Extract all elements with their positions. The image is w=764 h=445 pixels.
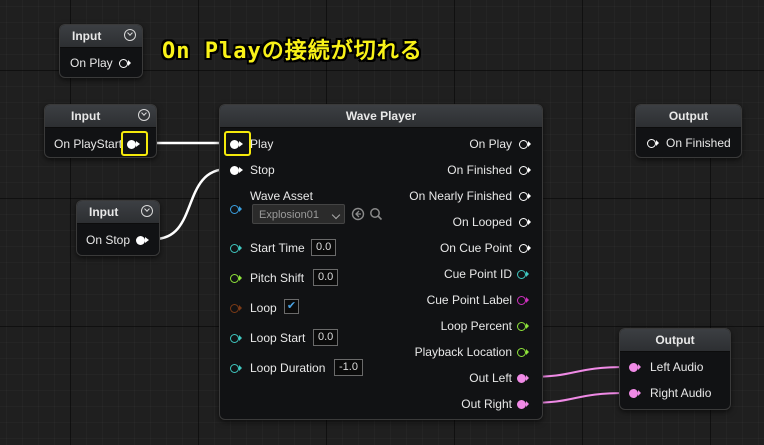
pin-label-out-on-play: On Play [469, 137, 512, 151]
pin-label-wave-asset: Wave Asset [250, 189, 313, 203]
chevron-down-icon [331, 210, 341, 220]
exec-pin-out-on-nearly-finished[interactable] [519, 192, 531, 201]
pin-label-left-audio: Left Audio [650, 360, 704, 374]
wire-stop-to-stop [153, 167, 229, 241]
highlight-box [121, 131, 148, 156]
pitch-shift-field[interactable]: 0.0 [313, 269, 339, 286]
pin-label-pitch-shift: Pitch Shift [250, 271, 305, 285]
exec-pin-out-on-playstart[interactable] [127, 140, 140, 149]
pin-label-right-audio: Right Audio [650, 386, 712, 400]
input-node-on-play[interactable]: Input On Play [59, 24, 143, 78]
node-header-title: Input [71, 109, 101, 123]
pin-label-on-playstart: On PlayStart [54, 137, 123, 151]
exec-pin-out-on-finished[interactable] [519, 166, 531, 175]
pin-label-stop: Stop [250, 163, 275, 177]
output-node-on-finished[interactable]: Output On Finished [635, 104, 742, 158]
pin-label-out-playback-location: Playback Location [414, 345, 512, 359]
time-pin-out-playback-location[interactable] [517, 348, 529, 357]
exec-pin-in-stop[interactable] [230, 166, 243, 175]
time-pin-out-loop-percent[interactable] [517, 322, 529, 331]
pin-label-out-loop-percent: Loop Percent [440, 319, 512, 333]
pin-label-on-finished: On Finished [666, 136, 731, 150]
highlight-box [224, 131, 251, 156]
string-pin-out-cue-point-label[interactable] [517, 296, 529, 305]
pin-label-play: Play [250, 137, 274, 151]
exec-pin-in-on-finished[interactable] [647, 139, 659, 148]
loop-start-field[interactable]: 0.0 [313, 329, 339, 346]
pin-label-out-on-finished: On Finished [447, 163, 512, 177]
download-icon[interactable] [138, 109, 150, 121]
annotation-title: On Playの接続が切れる [162, 39, 423, 64]
pin-label-out-on-nearly-finished: On Nearly Finished [409, 189, 512, 203]
pin-label-out-cue-point-label: Cue Point Label [426, 293, 512, 307]
pin-label-out-left: Out Left [469, 371, 512, 385]
exec-pin-out-on-stop[interactable] [136, 236, 149, 245]
node-header-title: Input [72, 29, 102, 43]
node-header-title: Wave Player [220, 105, 542, 128]
pin-label-start-time: Start Time [250, 241, 305, 255]
pin-label-on-stop: On Stop [86, 233, 131, 247]
exec-pin-out-on-play[interactable] [119, 59, 131, 68]
int-pin-out-cue-point-id[interactable] [517, 270, 529, 279]
download-icon[interactable] [124, 29, 136, 41]
node-header-title: Output [620, 329, 730, 352]
float-pin-in-start-time[interactable] [230, 244, 242, 253]
exec-pin-out-on-looped[interactable] [519, 218, 531, 227]
exec-pin-out-on-play[interactable] [519, 140, 531, 149]
audio-pin-out-right[interactable] [517, 400, 529, 409]
output-node-audio[interactable]: Output Left Audio Right Audio [619, 328, 731, 410]
time-pin-in-pitch-shift[interactable] [230, 274, 242, 283]
input-node-on-stop[interactable]: Input On Stop [76, 200, 160, 256]
pin-label-on-play: On Play [70, 56, 113, 70]
node-header-title: Output [636, 105, 741, 128]
exec-pin-in-play[interactable] [230, 140, 243, 149]
wave-asset-value: Explosion01 [259, 209, 319, 221]
bool-pin-in-loop[interactable] [230, 304, 242, 313]
exec-pin-out-on-cue-point[interactable] [519, 244, 531, 253]
pin-label-out-on-looped: On Looped [452, 215, 512, 229]
audio-pin-out-left[interactable] [517, 374, 529, 383]
loop-checkbox[interactable]: ✔ [284, 299, 299, 314]
pin-label-out-right: Out Right [461, 397, 512, 411]
pin-label-loop: Loop [250, 301, 277, 315]
pin-label-loop-start: Loop Start [250, 331, 306, 345]
browse-back-icon[interactable] [351, 207, 365, 221]
search-icon[interactable] [369, 207, 383, 221]
start-time-field[interactable]: 0.0 [311, 239, 337, 256]
pin-label-out-cue-point-id: Cue Point ID [443, 267, 512, 281]
pin-label-loop-duration: Loop Duration [250, 361, 326, 375]
audio-pin-in-right[interactable] [629, 389, 641, 398]
input-node-on-playstart[interactable]: Input On PlayStart [44, 104, 157, 158]
asset-pin-in-wave-asset[interactable] [230, 205, 242, 214]
loop-duration-field[interactable]: -1.0 [334, 359, 363, 376]
wave-player-node[interactable]: Wave Player Play Stop Wave Asset Explosi… [219, 104, 543, 420]
audio-pin-in-left[interactable] [629, 363, 641, 372]
wave-asset-combo[interactable]: Explosion01 [252, 204, 345, 224]
node-header-title: Input [89, 205, 119, 219]
pin-label-out-on-cue-point: On Cue Point [439, 241, 512, 255]
float-pin-in-loop-duration[interactable] [230, 364, 242, 373]
float-pin-in-loop-start[interactable] [230, 334, 242, 343]
download-icon[interactable] [141, 205, 153, 217]
